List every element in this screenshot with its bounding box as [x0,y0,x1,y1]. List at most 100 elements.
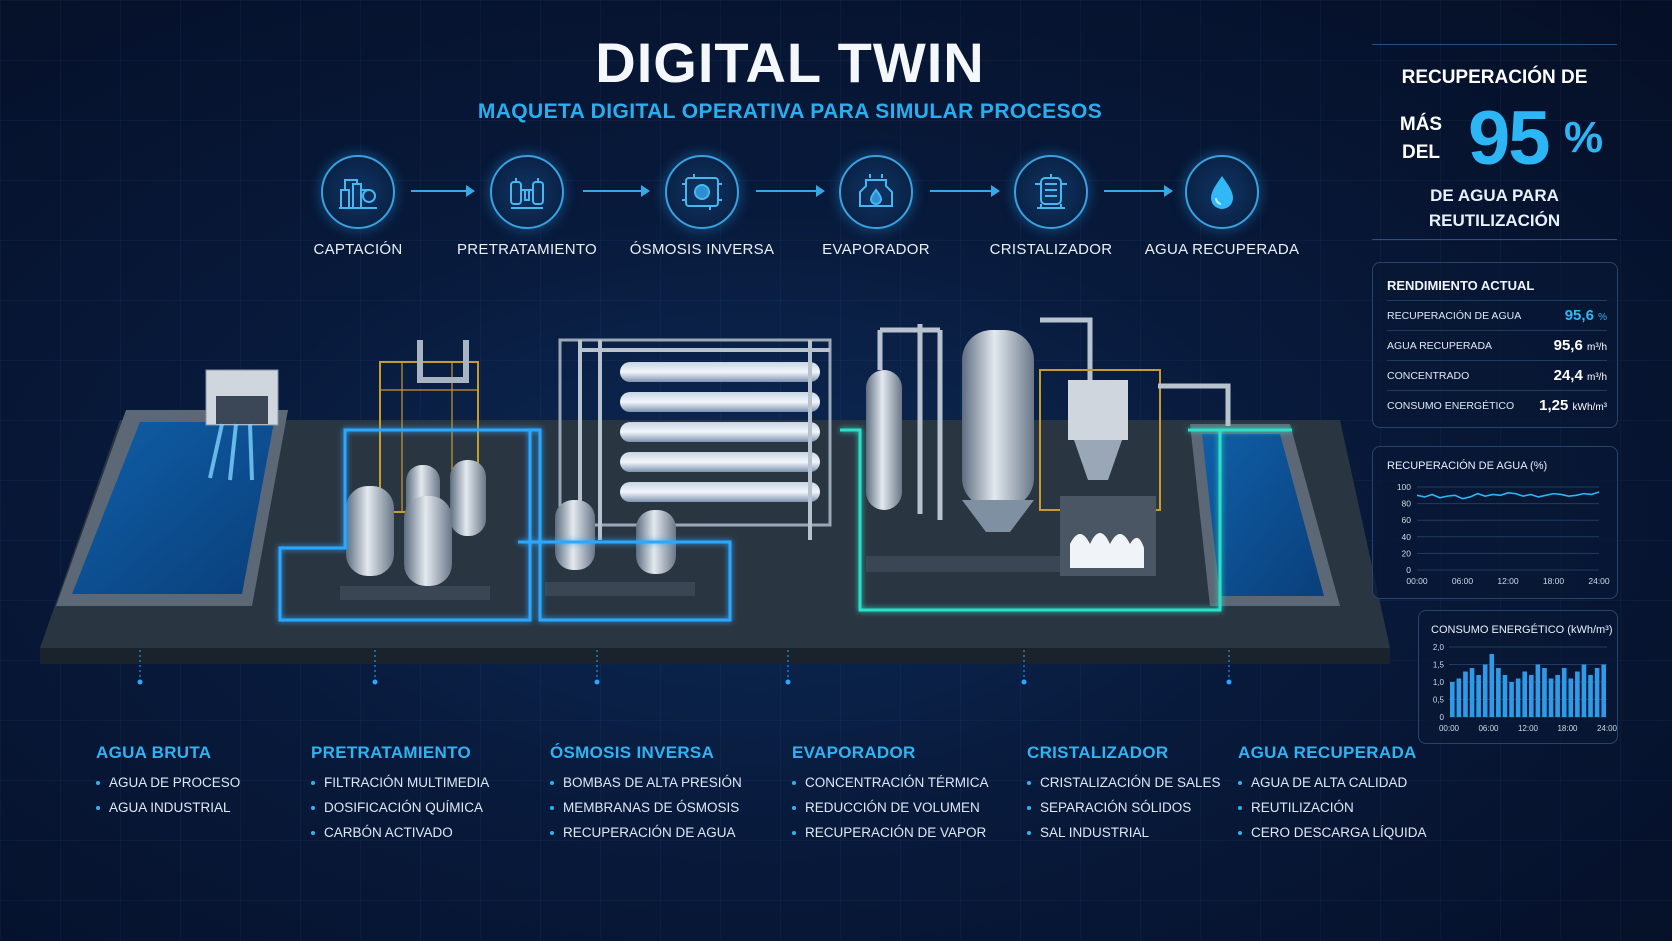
section-item: SEPARACIÓN SÓLIDOS [1027,800,1257,815]
recovery-bottom-line: REUTILIZACIÓN [1428,211,1561,230]
flow-label: ÓSMOSIS INVERSA [629,241,775,258]
flow-label: CRISTALIZADOR [989,241,1113,258]
evaporator-icon [839,155,913,229]
recovery-bottom-label: DE AGUA PARA REUTILIZACIÓN [1372,183,1617,233]
flow-step-captacion: CAPTACIÓN [258,155,458,258]
metric-value: 24,4 m³/h [1553,367,1607,384]
bar [1601,664,1607,717]
bar [1575,671,1580,717]
metric-value: 95,6 % [1564,307,1607,324]
section-item: MEMBRANAS DE ÓSMOSIS [550,800,780,815]
x-tick-label: 00:00 [1439,724,1460,733]
bar [1482,664,1488,717]
flow-arrow [1104,185,1173,197]
recovery-top-label: RECUPERACIÓN DE [1401,67,1588,88]
x-tick-label: 06:00 [1478,724,1499,733]
flow-step-agua-recuperada: AGUA RECUPERADA [1122,155,1322,258]
section-item: REUTILIZACIÓN [1238,800,1468,815]
flow-arrow [930,185,1000,197]
section-item: AGUA INDUSTRIAL [96,800,326,815]
section-cristalizador: CRISTALIZADOR CRISTALIZACIÓN DE SALES SE… [1027,743,1257,850]
performance-panel: RENDIMIENTO ACTUAL RECUPERACIÓN DE AGUA … [1372,262,1618,428]
x-tick-label: 12:00 [1497,576,1519,586]
x-tick-label: 24:00 [1597,724,1618,733]
section-item: CERO DESCARGA LÍQUIDA [1238,825,1468,840]
section-item: CARBÓN ACTIVADO [311,825,541,840]
bar [1496,668,1501,717]
bar [1535,664,1541,717]
flow-label: EVAPORADOR [822,241,930,258]
x-tick-label: 06:00 [1452,576,1474,586]
y-tick-label: 60 [1402,515,1412,525]
bar [1489,654,1495,717]
metric-value: 95,6 m³/h [1553,337,1607,354]
bar [1561,668,1567,717]
y-tick-label: 1,5 [1433,661,1445,670]
flow-step-evaporador: EVAPORADOR [776,155,976,258]
x-tick-label: 00:00 [1406,576,1428,586]
recovery-highlight: RECUPERACIÓN DE MÁS DEL 95 % DE AGUA PAR… [1372,44,1617,240]
bar [1509,682,1514,717]
chart-title: RECUPERACIÓN DE AGUA (%) [1387,460,1548,472]
section-item: FILTRACIÓN MULTIMEDIA [311,775,541,790]
section-item: CRISTALIZACIÓN DE SALES [1027,775,1257,790]
bar [1456,678,1462,717]
x-tick-label: 12:00 [1518,724,1539,733]
section-item: REDUCCIÓN DE VOLUMEN [792,800,1022,815]
flow-step-pretratamiento: PRETRATAMIENTO [427,155,627,258]
section-title: AGUA RECUPERADA [1238,743,1417,762]
y-tick-label: 2,0 [1433,643,1445,652]
pretreatment-icon [490,155,564,229]
chart-title: CONSUMO ENERGÉTICO (kWh/m³) [1431,624,1613,636]
section-item: SAL INDUSTRIAL [1027,825,1257,840]
performance-row: CONCENTRADO 24,4 m³/h [1387,360,1607,390]
y-tick-label: 20 [1402,548,1412,558]
water-drop-icon [1185,155,1259,229]
flow-arrow [583,185,650,197]
section-agua-bruta: AGUA BRUTA AGUA DE PROCESO AGUA INDUSTRI… [96,743,326,825]
y-tick-label: 0 [1440,713,1445,722]
section-title: EVAPORADOR [792,743,916,762]
bar [1476,675,1481,717]
bar [1528,675,1534,717]
recovery-bottom-line: DE AGUA PARA [1430,186,1559,205]
y-tick-label: 80 [1402,499,1412,509]
bar [1502,675,1508,717]
flow-label: AGUA RECUPERADA [1144,241,1300,258]
y-tick-label: 0 [1406,565,1411,575]
page-subtitle: MAQUETA DIGITAL OPERATIVA PARA SIMULAR P… [477,100,1103,123]
x-tick-label: 18:00 [1557,724,1578,733]
section-title: PRETRATAMIENTO [311,743,472,762]
section-item: AGUA DE ALTA CALIDAD [1238,775,1468,790]
flow-step-osmosis: ÓSMOSIS INVERSA [602,155,802,258]
bar [1463,671,1468,717]
metric-label: RECUPERACIÓN DE AGUA [1387,309,1522,322]
metric-value: 1,25 kWh/m³ [1539,397,1607,414]
section-item: CONCENTRACIÓN TÉRMICA [792,775,1022,790]
x-tick-label: 24:00 [1588,576,1610,586]
bar [1588,675,1593,717]
performance-row: CONSUMO ENERGÉTICO 1,25 kWh/m³ [1387,390,1607,420]
x-tick-label: 18:00 [1543,576,1565,586]
section-item: DOSIFICACIÓN QUÍMICA [311,800,541,815]
y-tick-label: 100 [1397,482,1411,492]
section-agua-recuperada: AGUA RECUPERADA AGUA DE ALTA CALIDAD REU… [1238,743,1468,850]
metric-label: AGUA RECUPERADA [1387,339,1493,352]
section-title: ÓSMOSIS INVERSA [550,743,715,762]
bar [1594,668,1600,717]
bar [1469,668,1475,717]
metric-label: CONSUMO ENERGÉTICO [1387,399,1515,412]
performance-row: AGUA RECUPERADA 95,6 m³/h [1387,330,1607,360]
plant-illustration [40,317,1390,685]
bar [1522,671,1528,717]
recovery-prefix-line: DEL [1402,142,1440,163]
section-item: BOMBAS DE ALTA PRESIÓN [550,775,780,790]
series-line [1416,491,1600,500]
bar [1542,668,1547,717]
section-title: CRISTALIZADOR [1027,743,1169,762]
section-item: RECUPERACIÓN DE VAPOR [792,825,1022,840]
